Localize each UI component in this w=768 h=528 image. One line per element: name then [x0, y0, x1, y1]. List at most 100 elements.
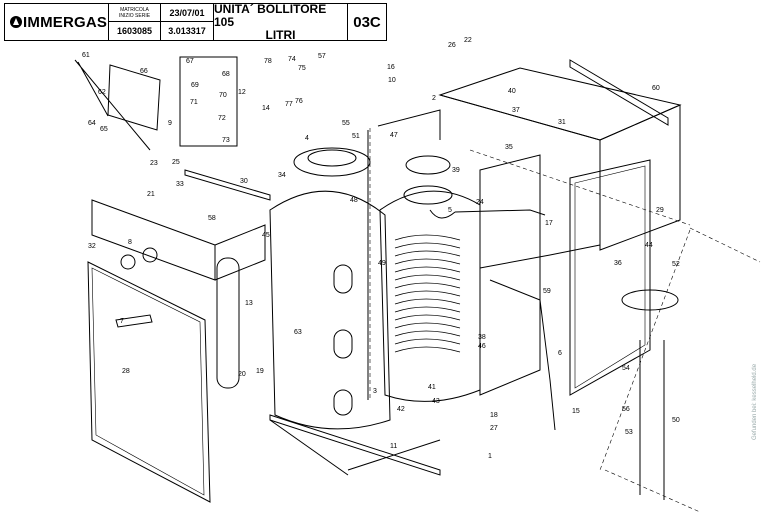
part-label-6: 6 [558, 350, 562, 357]
part-label-4: 4 [305, 135, 309, 142]
part-label-47: 47 [390, 132, 398, 139]
pipe-6 [489, 279, 556, 431]
front-door-panel [87, 261, 211, 503]
part-label-21: 21 [147, 191, 155, 198]
part-label-38: 38 [478, 334, 486, 341]
part-label-67: 67 [186, 58, 194, 65]
brand-name: IMMERGAS [23, 13, 108, 31]
part-label-37: 37 [512, 107, 520, 114]
part-label-52: 52 [672, 261, 680, 268]
part-label-27: 27 [490, 425, 498, 432]
part-label-16: 16 [387, 64, 395, 71]
part-label-54: 54 [622, 365, 630, 372]
tank-top-cover [293, 147, 371, 177]
part-label-42: 42 [397, 406, 405, 413]
part-label-11: 11 [390, 443, 397, 450]
part-label-25: 25 [172, 159, 180, 166]
part-label-57: 57 [318, 53, 326, 60]
part-label-12: 12 [238, 89, 246, 96]
part-label-58: 58 [208, 215, 216, 222]
part-label-23: 23 [150, 160, 158, 167]
part-label-22: 22 [464, 37, 472, 44]
part-label-71: 71 [190, 99, 198, 106]
boiler-tank [379, 190, 481, 402]
part-label-1: 1 [488, 453, 492, 460]
part-label-75: 75 [298, 65, 306, 72]
part-label-10: 10 [388, 77, 396, 84]
part-label-15: 15 [572, 408, 580, 415]
part-label-45: 45 [262, 232, 270, 239]
right-side-panel [569, 159, 651, 396]
part-label-19: 19 [256, 368, 264, 375]
part-label-59: 59 [543, 288, 551, 295]
part-label-48: 48 [350, 197, 358, 204]
door-handle [115, 314, 153, 328]
part-label-77: 77 [285, 101, 293, 108]
base-frame [269, 414, 441, 476]
part-label-50: 50 [672, 417, 680, 424]
part-label-24: 24 [476, 199, 484, 206]
drawing-title: UNITA´ BOLLITORE 105 LITRI [214, 2, 348, 41]
part-number-labels: 1234567891011121314151617181920212223242… [82, 37, 680, 460]
control-bracket [107, 64, 161, 131]
part-label-78: 78 [264, 58, 272, 65]
part-label-72: 72 [218, 115, 226, 122]
sheet-id: 03C [353, 13, 381, 31]
part-label-36: 36 [614, 260, 622, 267]
part-label-14: 14 [262, 105, 270, 112]
cabinet-top-side [599, 104, 681, 251]
storage-tank [269, 190, 391, 430]
rear-inner-panel [479, 154, 541, 396]
part-label-69: 69 [191, 82, 199, 89]
part-label-17: 17 [545, 220, 553, 227]
part-label-7: 7 [120, 318, 124, 325]
part-label-30: 30 [240, 178, 248, 185]
flange-gasket [403, 185, 453, 205]
serial-number: 1603085 [109, 22, 161, 40]
release-date: 23/07/01 [161, 4, 213, 22]
tank-lid [621, 289, 679, 311]
part-label-60: 60 [652, 85, 660, 92]
flange [405, 155, 451, 175]
part-label-5: 5 [448, 207, 452, 214]
support-bar [184, 169, 271, 201]
part-label-73: 73 [222, 137, 230, 144]
mounting-bracket [569, 59, 669, 126]
part-label-13: 13 [245, 300, 253, 307]
part-label-68: 68 [222, 71, 230, 78]
part-label-41: 41 [428, 384, 436, 391]
part-label-70: 70 [219, 92, 227, 99]
part-label-26: 26 [448, 42, 456, 49]
part-label-40: 40 [508, 88, 516, 95]
part-label-46: 46 [478, 343, 486, 350]
part-label-28: 28 [122, 368, 130, 375]
part-label-65: 65 [100, 126, 108, 133]
heating-coil [394, 234, 461, 353]
part-label-51: 51 [352, 133, 360, 140]
part-label-39: 39 [452, 167, 460, 174]
part-label-8: 8 [128, 239, 132, 246]
part-label-55: 55 [342, 120, 350, 127]
part-label-2: 2 [432, 95, 436, 102]
upper-front-panel [91, 199, 216, 281]
part-label-34: 34 [278, 172, 286, 179]
part-label-20: 20 [238, 371, 246, 378]
part-label-61: 61 [82, 52, 90, 59]
part-label-53: 53 [625, 429, 633, 436]
part-label-76: 76 [295, 98, 303, 105]
part-label-74: 74 [288, 56, 296, 63]
part-label-63: 63 [294, 329, 302, 336]
part-label-29: 29 [656, 207, 664, 214]
part-label-31: 31 [558, 119, 566, 126]
part-label-35: 35 [505, 144, 513, 151]
source-note: Gefunden bei: kesselheld.de [752, 363, 758, 440]
part-label-62: 62 [98, 89, 106, 96]
part-label-56: 56 [622, 406, 630, 413]
flame-logo-icon [10, 16, 22, 28]
part-label-33: 33 [176, 181, 184, 188]
part-label-32: 32 [88, 243, 96, 250]
